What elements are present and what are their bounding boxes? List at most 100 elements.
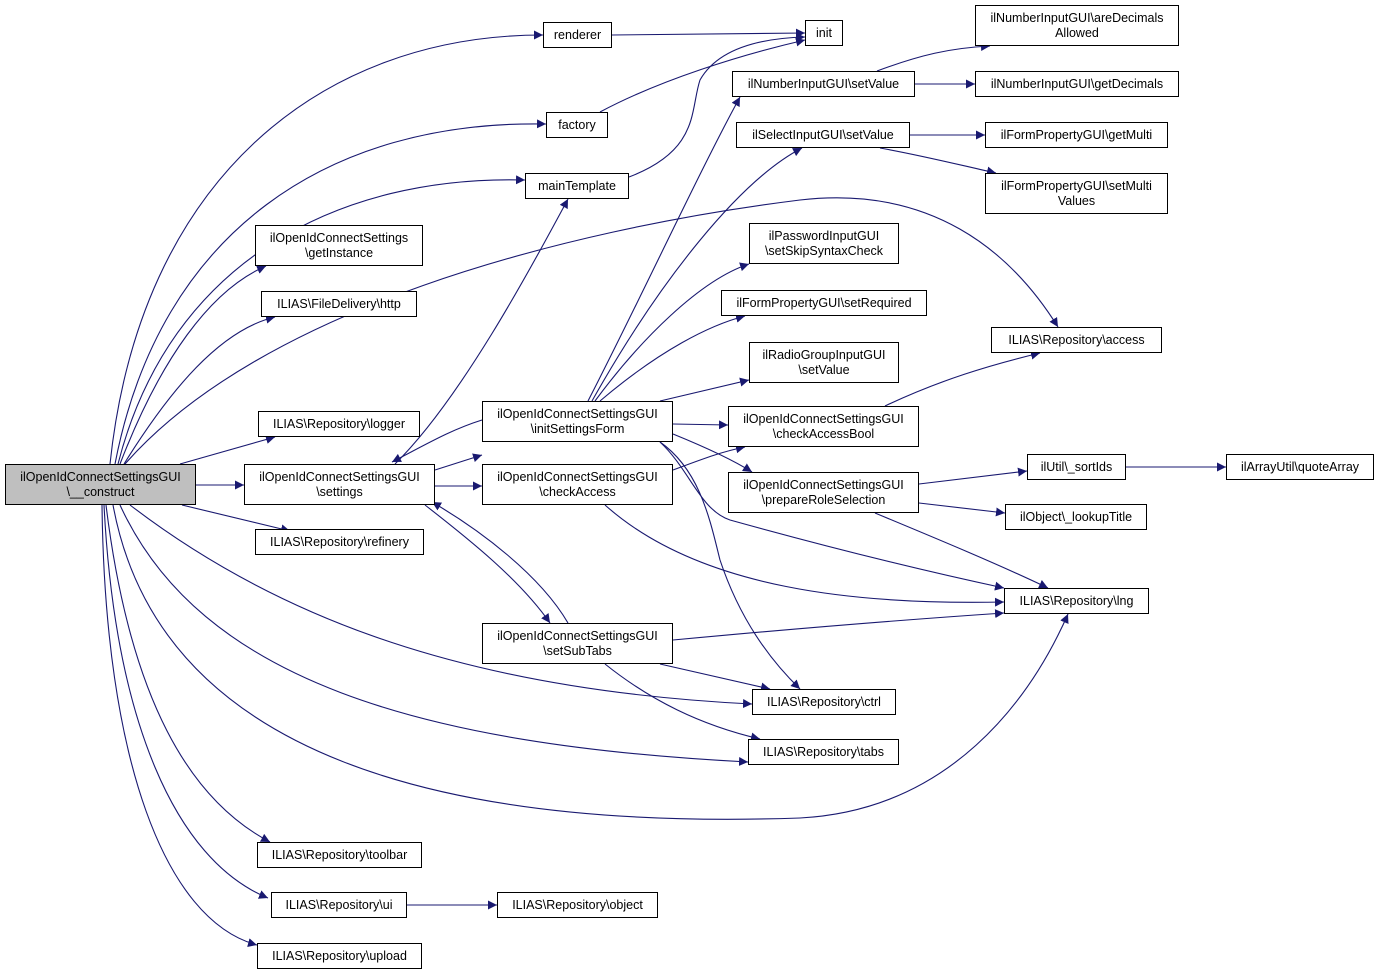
node-sortIds-label: ilUtil\_sortIds [1040, 459, 1113, 474]
node-areDecimals-line2: Allowed [1055, 25, 1099, 40]
node-setRequired[interactable]: ilFormPropertyGUI\setRequired [721, 290, 927, 316]
edge-construct-lng [112, 504, 1069, 820]
node-getInstance-line2: \getInstance [304, 245, 374, 260]
node-http[interactable]: ILIAS\FileDelivery\http [261, 291, 417, 317]
node-mainTemplate[interactable]: mainTemplate [525, 173, 629, 199]
node-access-label: ILIAS\Repository\access [1008, 332, 1145, 347]
node-setSubTabs-line2: \setSubTabs [543, 643, 612, 658]
node-areDecimals-line1: ilNumberInputGUI\areDecimals [990, 10, 1164, 25]
node-object[interactable]: ILIAS\Repository\object [497, 892, 658, 918]
edge-construct-tabs [119, 504, 749, 767]
edge-initSettingsForm-ctrl [659, 441, 801, 690]
node-ui-label: ILIAS\Repository\ui [285, 897, 393, 912]
node-logger[interactable]: ILIAS\Repository\logger [258, 411, 420, 437]
node-radioSetValue-line1: ilRadioGroupInputGUI [762, 347, 886, 362]
edge-prepareRole-sortIds [918, 467, 1028, 485]
edge-construct-renderer [109, 30, 544, 465]
node-construct-line1: ilOpenIdConnectSettingsGUI [20, 469, 181, 484]
edge-selSetValue-setMulti [879, 147, 997, 176]
edge-initSettingsForm-pwdSkip [594, 262, 750, 402]
node-init[interactable]: init [805, 20, 843, 46]
node-renderer-label: renderer [553, 27, 602, 42]
node-toolbar-label: ILIAS\Repository\toolbar [271, 847, 408, 862]
node-pwdSkip[interactable]: ilPasswordInputGUI\setSkipSyntaxCheck [749, 223, 899, 264]
node-settings-line1: ilOpenIdConnectSettingsGUI [259, 469, 420, 484]
edge-construct-refinery [181, 504, 291, 534]
node-getInstance-line1: ilOpenIdConnectSettings [269, 230, 409, 245]
node-settings[interactable]: ilOpenIdConnectSettingsGUI\settings [244, 464, 435, 505]
node-checkAccessBool-line1: ilOpenIdConnectSettingsGUI [743, 411, 904, 426]
edge-settings-setSubTabs [424, 504, 551, 624]
edge-construct-factory [114, 119, 547, 465]
node-lookupTitle-label: ilObject\_lookupTitle [1019, 509, 1133, 524]
node-initSettingsForm-line2: \initSettingsForm [530, 421, 625, 436]
node-tabs-label: ILIAS\Repository\tabs [763, 744, 884, 759]
node-sortIds[interactable]: ilUtil\_sortIds [1027, 454, 1126, 480]
edge-setSubTabs-lng [672, 609, 1005, 641]
node-setSubTabs-line1: ilOpenIdConnectSettingsGUI [497, 628, 658, 643]
node-setMulti-line2: Values [1057, 193, 1096, 208]
node-pwdSkip-line2: \setSkipSyntaxCheck [764, 243, 884, 258]
node-prepareRole[interactable]: ilOpenIdConnectSettingsGUI\prepareRoleSe… [728, 472, 919, 513]
edge-setSubTabs-ctrl [659, 663, 771, 692]
node-getDecimals[interactable]: ilNumberInputGUI\getDecimals [975, 71, 1179, 97]
node-initSettingsForm[interactable]: ilOpenIdConnectSettingsGUI\initSettingsF… [482, 401, 673, 442]
node-lng[interactable]: ILIAS\Repository\lng [1004, 588, 1149, 614]
node-getMulti[interactable]: ilFormPropertyGUI\getMulti [985, 122, 1168, 148]
node-setRequired-label: ilFormPropertyGUI\setRequired [736, 295, 912, 310]
node-selSetValue[interactable]: ilSelectInputGUI\setValue [736, 122, 910, 148]
node-renderer[interactable]: renderer [543, 22, 612, 48]
node-lookupTitle[interactable]: ilObject\_lookupTitle [1005, 504, 1147, 530]
node-numSetValue-label: ilNumberInputGUI\setValue [747, 76, 900, 91]
node-toolbar[interactable]: ILIAS\Repository\toolbar [257, 842, 422, 868]
node-logger-label: ILIAS\Repository\logger [272, 416, 405, 431]
edge-initSettingsForm-settings [391, 419, 483, 463]
edge-initSettingsForm-setRequired [599, 313, 746, 402]
node-tabs[interactable]: ILIAS\Repository\tabs [748, 739, 899, 765]
node-quoteArray[interactable]: ilArrayUtil\quoteArray [1226, 454, 1374, 480]
edge-mainTemplate-init [628, 32, 806, 178]
node-ctrl-label: ILIAS\Repository\ctrl [767, 694, 881, 709]
edge-initSettingsForm-numSetValue [587, 96, 741, 402]
edge-numSetValue-areDecimals [876, 41, 991, 72]
edge-checkAccess-checkAccessBool [672, 444, 746, 471]
node-upload[interactable]: ILIAS\Repository\upload [257, 943, 422, 969]
edge-construct-getInstance [119, 265, 267, 465]
edge-factory-init [599, 37, 806, 113]
node-numSetValue[interactable]: ilNumberInputGUI\setValue [732, 71, 915, 97]
node-lng-label: ILIAS\Repository\lng [1019, 593, 1134, 608]
node-prepareRole-line1: ilOpenIdConnectSettingsGUI [743, 477, 904, 492]
node-factory[interactable]: factory [546, 112, 608, 138]
node-checkAccessBool-line2: \checkAccessBool [772, 426, 875, 441]
edge-initSettingsForm-prepareRole [672, 433, 753, 473]
node-setMulti-line1: ilFormPropertyGUI\setMulti [1001, 178, 1152, 193]
edge-initSettingsForm-lng [659, 441, 1005, 591]
node-setSubTabs[interactable]: ilOpenIdConnectSettingsGUI\setSubTabs [482, 623, 673, 664]
node-settings-line2: \settings [316, 484, 363, 499]
node-refinery[interactable]: ILIAS\Repository\refinery [255, 529, 424, 555]
node-getInstance[interactable]: ilOpenIdConnectSettings\getInstance [255, 225, 423, 266]
edge-checkAccessBool-access [884, 350, 1041, 407]
node-construct: ilOpenIdConnectSettingsGUI\__construct [5, 464, 196, 505]
node-checkAccess[interactable]: ilOpenIdConnectSettingsGUI\checkAccess [482, 464, 673, 505]
edge-initSettingsForm-selSetValue [591, 147, 803, 402]
node-prepareRole-line2: \prepareRoleSelection [761, 492, 886, 507]
edge-initSettingsForm-checkAccessBool [672, 420, 729, 430]
node-object-label: ILIAS\Repository\object [512, 897, 643, 912]
edge-initSettingsForm-radioSetValue [659, 377, 750, 402]
node-pwdSkip-line1: ilPasswordInputGUI [768, 228, 880, 243]
node-radioSetValue[interactable]: ilRadioGroupInputGUI\setValue [749, 342, 899, 383]
node-ctrl[interactable]: ILIAS\Repository\ctrl [752, 689, 896, 715]
node-ui[interactable]: ILIAS\Repository\ui [271, 892, 407, 918]
edge-construct-access [124, 197, 1059, 465]
node-factory-label: factory [558, 117, 596, 132]
edge-settings-initSettingsForm [434, 453, 483, 471]
node-checkAccess-line1: ilOpenIdConnectSettingsGUI [497, 469, 658, 484]
node-getDecimals-label: ilNumberInputGUI\getDecimals [990, 76, 1164, 91]
node-access[interactable]: ILIAS\Repository\access [991, 327, 1162, 353]
node-checkAccessBool[interactable]: ilOpenIdConnectSettingsGUI\checkAccessBo… [728, 406, 919, 447]
